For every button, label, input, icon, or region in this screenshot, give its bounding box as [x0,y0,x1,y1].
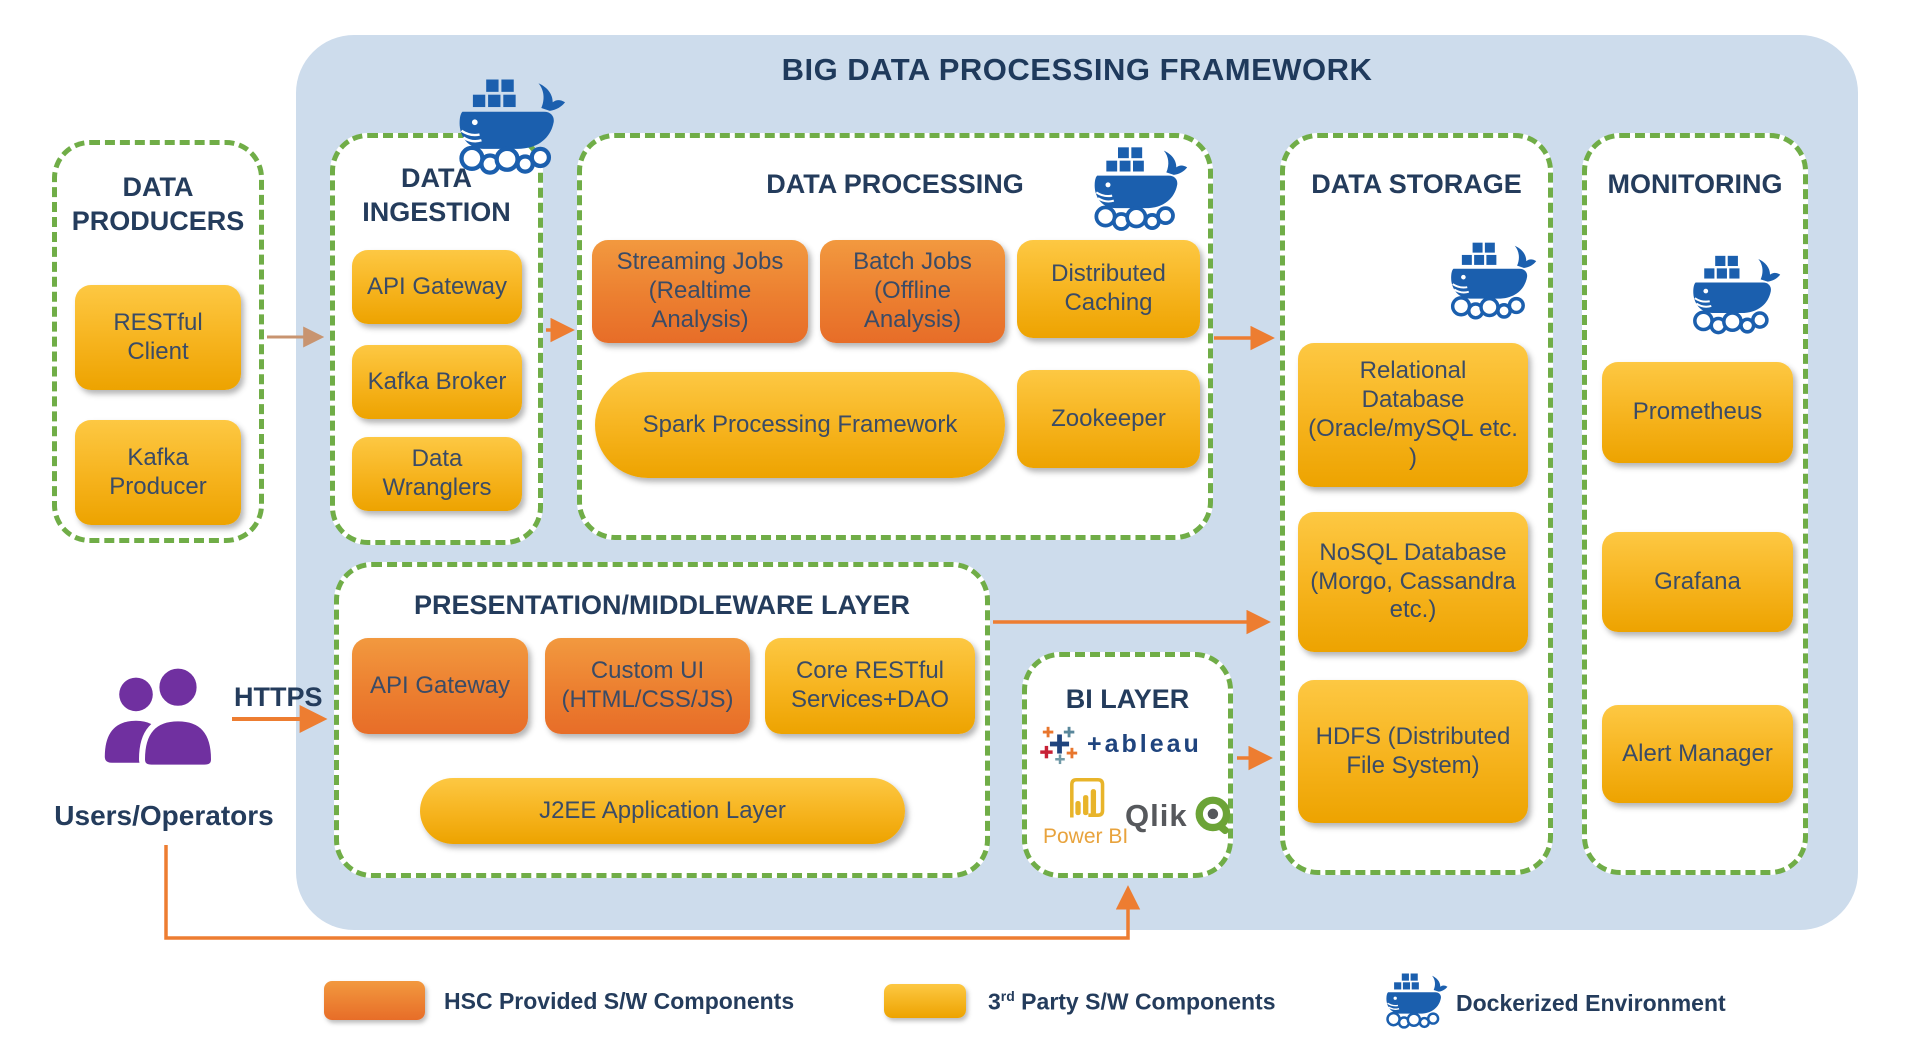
component-batch-jobs: Batch Jobs (Offline Analysis) [820,240,1005,343]
group-presentation-middleware: PRESENTATION/MIDDLEWARE LAYER API Gatewa… [334,562,990,878]
component-core-restful-services: Core RESTful Services+DAO [765,638,975,734]
group-data-producers: DATA PRODUCERS RESTful Client Kafka Prod… [52,140,264,543]
component-api-gateway-presentation: API Gateway [352,638,528,734]
component-kafka-producer: Kafka Producer [75,420,241,525]
legend-third-party-rest: Party S/W Components [1014,988,1276,1015]
group-monitoring: MONITORING Prometheus Grafana Alert Mana… [1582,133,1808,875]
docker-whale-icon [452,68,566,186]
powerbi-icon [1069,777,1104,818]
group-title-presentation: PRESENTATION/MIDDLEWARE LAYER [413,590,911,620]
component-alert-manager: Alert Manager [1602,705,1793,803]
users-operators-label: Users/Operators [54,800,274,831]
legend-swatch-third-party [884,984,966,1018]
docker-whale-icon [1088,138,1188,240]
group-title-monitoring: MONITORING [1607,169,1783,199]
legend-label-docker: Dockerized Environment [1456,990,1726,1016]
component-streaming-jobs: Streaming Jobs (Realtime Analysis) [592,240,808,343]
component-zookeeper: Zookeeper [1017,370,1200,468]
component-relational-database: Relational Database (Oracle/mySQL etc. ) [1298,343,1528,487]
powerbi-logo: Power BI [1043,775,1128,849]
component-spark-processing-framework: Spark Processing Framework [595,372,1005,478]
powerbi-wordmark: Power BI [1043,825,1129,848]
component-j2ee-application-layer: J2EE Application Layer [420,778,905,844]
component-prometheus: Prometheus [1602,362,1793,463]
group-title-data-storage: DATA STORAGE [1311,169,1522,199]
component-nosql-database: NoSQL Database (Morgo, Cassandra etc.) [1298,512,1528,652]
group-data-ingestion: DATA INGESTION API Gateway Kafka Broker … [330,133,543,545]
component-distributed-caching: Distributed Caching [1017,240,1200,338]
group-title-data-ingestion: DATA INGESTION [362,163,511,227]
group-data-storage: DATA STORAGE Relational Database (Oracle… [1280,133,1553,875]
qlik-icon [1195,796,1230,835]
qlik-wordmark: Qlik [1125,798,1188,833]
component-kafka-broker: Kafka Broker [352,345,522,419]
group-bi-layer: BI LAYER +ableau [1022,652,1233,878]
group-title-bi-layer: BI LAYER [1065,684,1190,714]
group-data-processing: DATA PROCESSING Streaming Jobs (Realtime… [577,133,1213,540]
tableau-icon [1040,726,1078,765]
docker-whale-icon [1445,233,1537,329]
group-title-data-producers: DATA PRODUCERS [71,172,245,236]
component-custom-ui: Custom UI (HTML/CSS/JS) [545,638,750,734]
component-restful-client: RESTful Client [75,285,241,390]
legend-third-party-sup: rd [1000,988,1015,1004]
component-data-wranglers: Data Wranglers [352,437,522,511]
legend-third-party-number: 3 [988,988,1001,1015]
component-grafana: Grafana [1602,532,1793,632]
legend-label-hsc: HSC Provided S/W Components [444,988,795,1014]
users-icon [104,662,218,771]
https-label: HTTPS [234,682,323,712]
group-title-data-processing: DATA PROCESSING [766,169,1024,199]
docker-whale-icon [1382,966,1448,1036]
component-api-gateway-ingestion: API Gateway [352,250,522,324]
component-hdfs: HDFS (Distributed File System) [1298,680,1528,823]
tableau-logo: +ableau [1039,723,1202,765]
page-title: BIG DATA PROCESSING FRAMEWORK [781,52,1373,87]
legend-swatch-hsc [324,981,425,1020]
tableau-wordmark: +ableau [1087,729,1202,758]
docker-whale-icon [1687,246,1781,344]
legend-label-third-party: 3rd Party S/W Components [988,988,1276,1016]
qlik-logo: Qlik [1125,795,1236,837]
